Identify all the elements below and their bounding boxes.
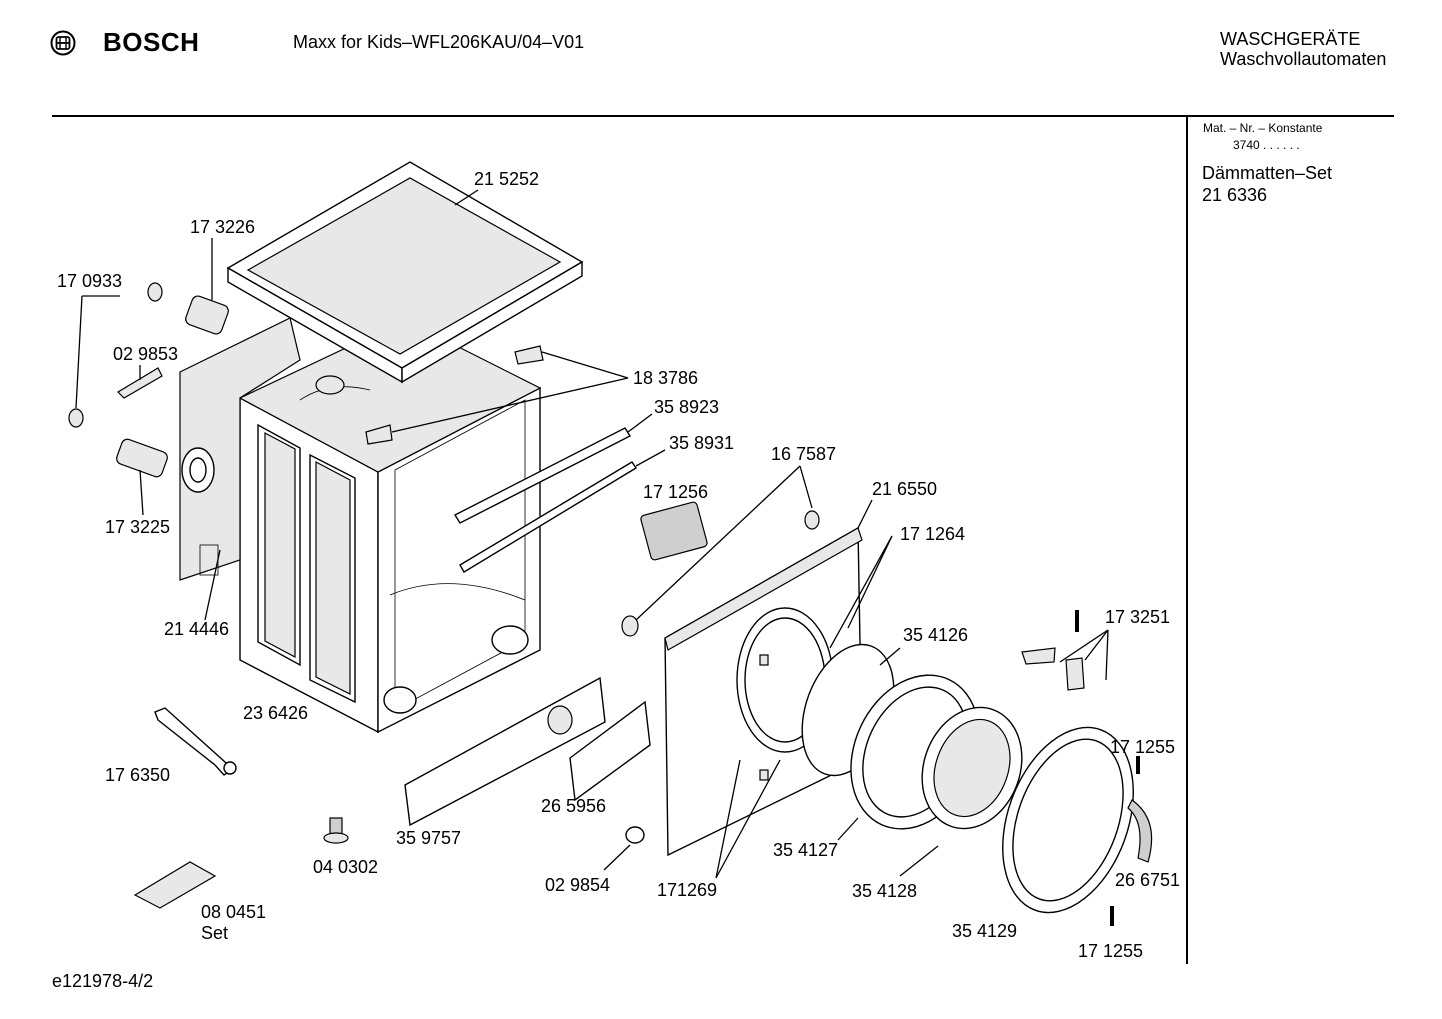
part-label: 35 8923 <box>654 397 720 417</box>
part-label: 21 6550 <box>872 479 938 499</box>
part-label: 17 3251 <box>1105 607 1171 627</box>
part-label: 35 4129 <box>952 921 1018 941</box>
model-title: Maxx for Kids–WFL206KAU/04–V01 <box>293 32 585 52</box>
mat-number-value: 3740 . . . . . . <box>1233 138 1300 152</box>
lid-drawing <box>226 161 584 384</box>
rails-drawing <box>454 427 637 573</box>
category-line-2: Waschvollautomaten <box>1220 49 1387 69</box>
part-label: 17 3225 <box>105 517 171 537</box>
part-label: 17 0933 <box>57 271 123 291</box>
brand-name: BOSCH <box>103 27 200 57</box>
cabinet-drawing <box>238 319 542 734</box>
bosch-logo-icon <box>50 30 76 56</box>
part-label: 02 9853 <box>113 344 179 364</box>
part-label: 35 8931 <box>669 433 735 453</box>
part-label: 17 1256 <box>643 482 709 502</box>
category-line-1: WASCHGERÄTE <box>1220 29 1361 49</box>
part-label: 26 5956 <box>541 796 607 816</box>
part-label: 17 1255 <box>1110 737 1176 757</box>
mat-number-label: Mat. – Nr. – Konstante <box>1203 121 1323 135</box>
part-label: 26 6751 <box>1115 870 1181 890</box>
part-label: 35 9757 <box>396 828 462 848</box>
part-label: 21 4446 <box>164 619 230 639</box>
fascia-drawing <box>404 676 651 844</box>
small-parts-drawing <box>68 282 1140 926</box>
part-label: 04 0302 <box>313 857 379 877</box>
part-label: 18 3786 <box>633 368 699 388</box>
part-label: 17 3226 <box>190 217 256 237</box>
header-divider <box>52 115 1394 117</box>
exploded-parts-drawing <box>68 161 1153 926</box>
part-label: 35 4127 <box>773 840 839 860</box>
part-label: 17 1264 <box>900 524 966 544</box>
part-label: 35 4128 <box>852 881 918 901</box>
set-number: 21 6336 <box>1202 185 1268 205</box>
part-label: 23 6426 <box>243 703 309 723</box>
front-panel-drawing <box>664 526 863 857</box>
part-label: 17 6350 <box>105 765 171 785</box>
sidebar-divider <box>1186 116 1188 964</box>
part-label: 16 7587 <box>771 444 837 464</box>
part-label: 171269 <box>657 880 718 900</box>
part-label: 02 9854 <box>545 875 611 895</box>
part-label: 17 1255 <box>1078 941 1144 961</box>
set-name: Dämmatten–Set <box>1202 163 1333 183</box>
door-parts-drawing <box>801 643 1153 914</box>
part-label: 21 5252 <box>474 169 540 189</box>
rear-panel-drawing <box>179 317 301 581</box>
part-label: 08 0451 <box>201 902 267 922</box>
leader-lines <box>75 189 1109 879</box>
drawing-id: e121978-4/2 <box>52 971 154 991</box>
part-label: 35 4126 <box>903 625 969 645</box>
part-label: Set <box>201 923 229 943</box>
